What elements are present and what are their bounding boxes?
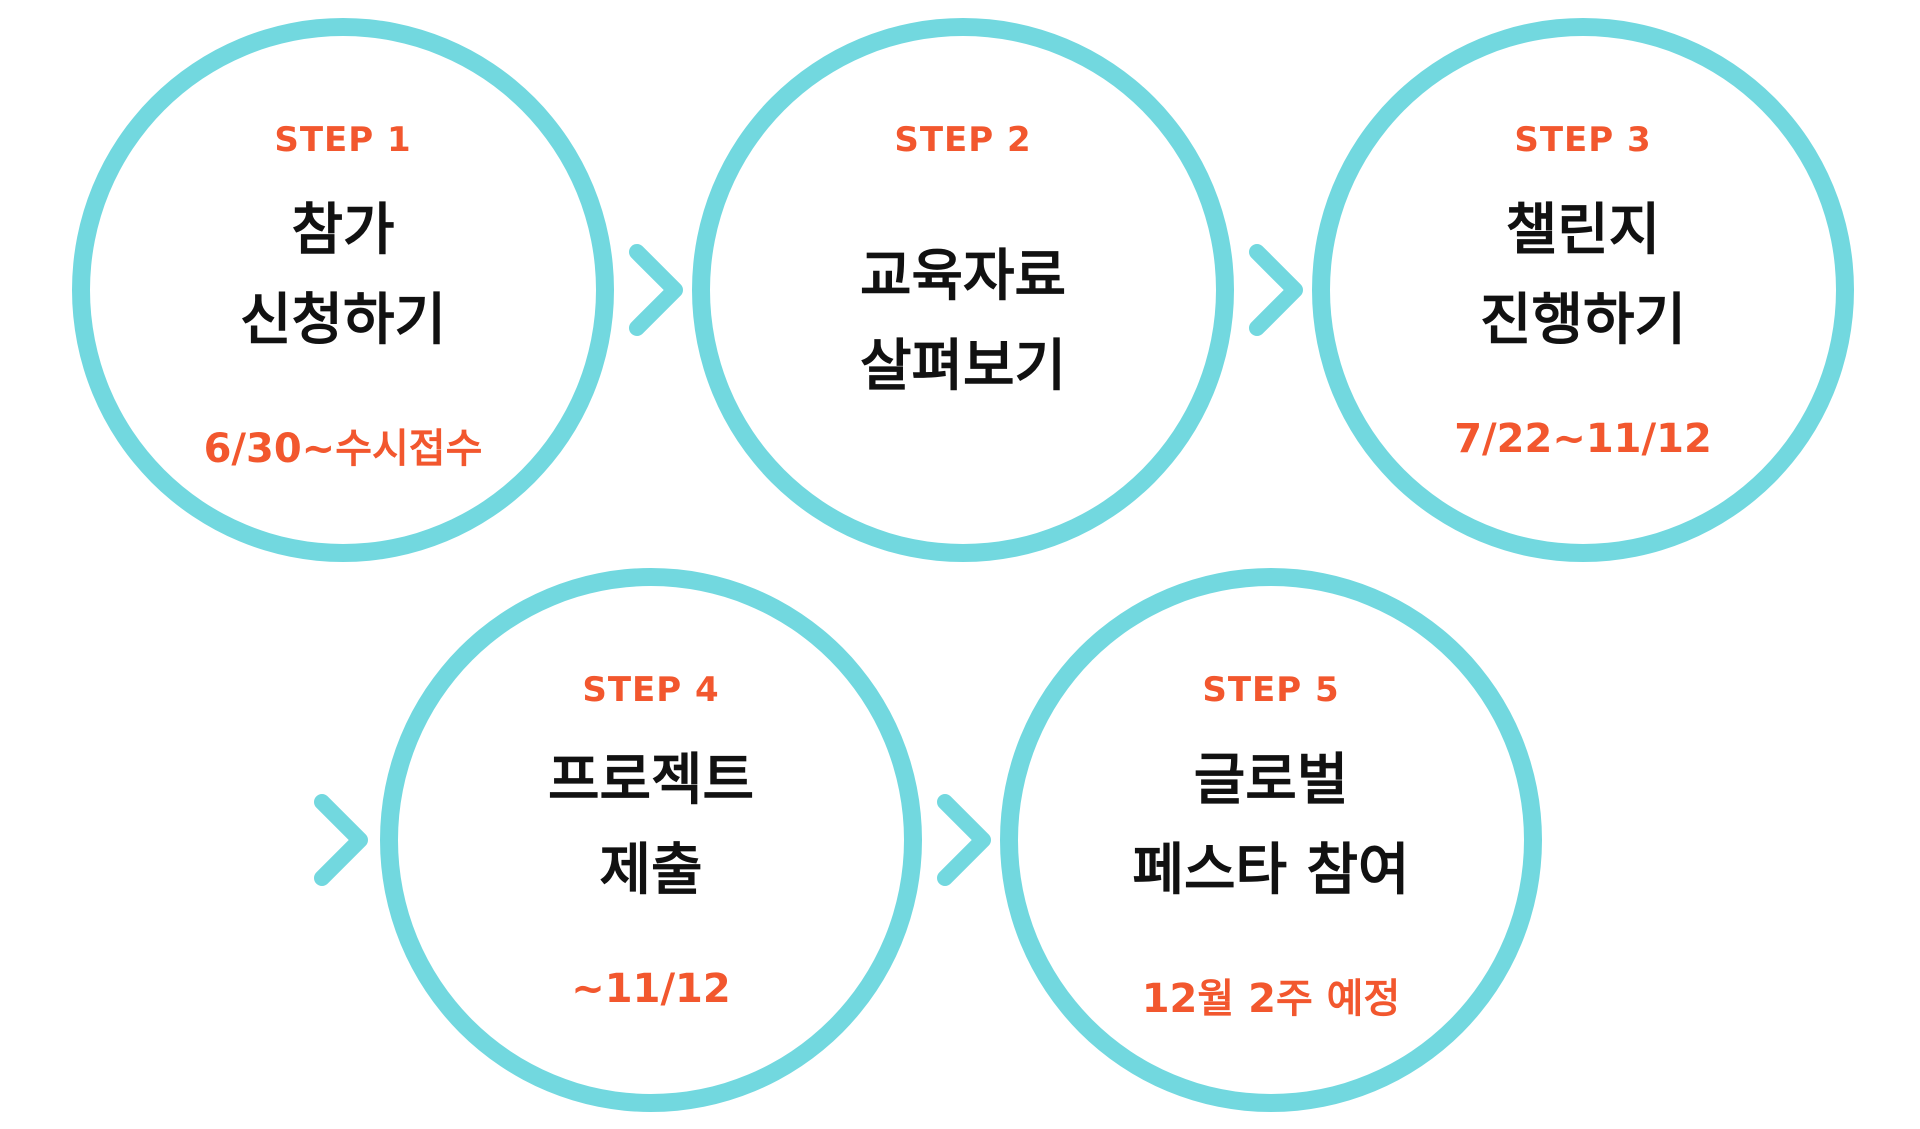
chevron-right-icon [625,242,687,338]
chevron-right-icon [933,792,995,888]
step-1-date: 6/30~수시접수 [203,426,483,472]
step-1-label: STEP 1 [274,120,412,160]
step-5-title-line1: 글로벌 [1193,748,1349,813]
step-2-label: STEP 2 [894,120,1032,160]
step-1-circle: STEP 1 참가 신청하기 6/30~수시접수 [72,18,614,562]
step-4-date: ~11/12 [571,966,731,1012]
step-4-title-line2: 제출 [599,838,703,903]
step-5-label: STEP 5 [1202,670,1340,710]
step-1-title-line2: 신청하기 [239,288,447,353]
step-5-circle: STEP 5 글로벌 페스타 참여 12월 2주 예정 [1000,568,1542,1112]
step-2-circle: STEP 2 교육자료 살펴보기 [692,18,1234,562]
step-2-title-line1: 교육자료 [859,244,1067,309]
step-1-title-line1: 참가 [291,198,395,263]
step-3-date: 7/22~11/12 [1454,416,1712,462]
step-4-label: STEP 4 [582,670,720,710]
chevron-right-icon [310,792,372,888]
step-3-circle: STEP 3 챌린지 진행하기 7/22~11/12 [1312,18,1854,562]
step-3-label: STEP 3 [1514,120,1652,160]
step-2-title-line2: 살펴보기 [859,334,1067,399]
step-3-title-line2: 진행하기 [1479,288,1687,353]
step-3-title-line1: 챌린지 [1505,198,1661,263]
chevron-right-icon [1245,242,1307,338]
step-5-title-line2: 페스타 참여 [1132,838,1410,903]
step-4-circle: STEP 4 프로젝트 제출 ~11/12 [380,568,922,1112]
step-5-date: 12월 2주 예정 [1141,976,1401,1022]
step-4-title-line1: 프로젝트 [547,748,755,813]
